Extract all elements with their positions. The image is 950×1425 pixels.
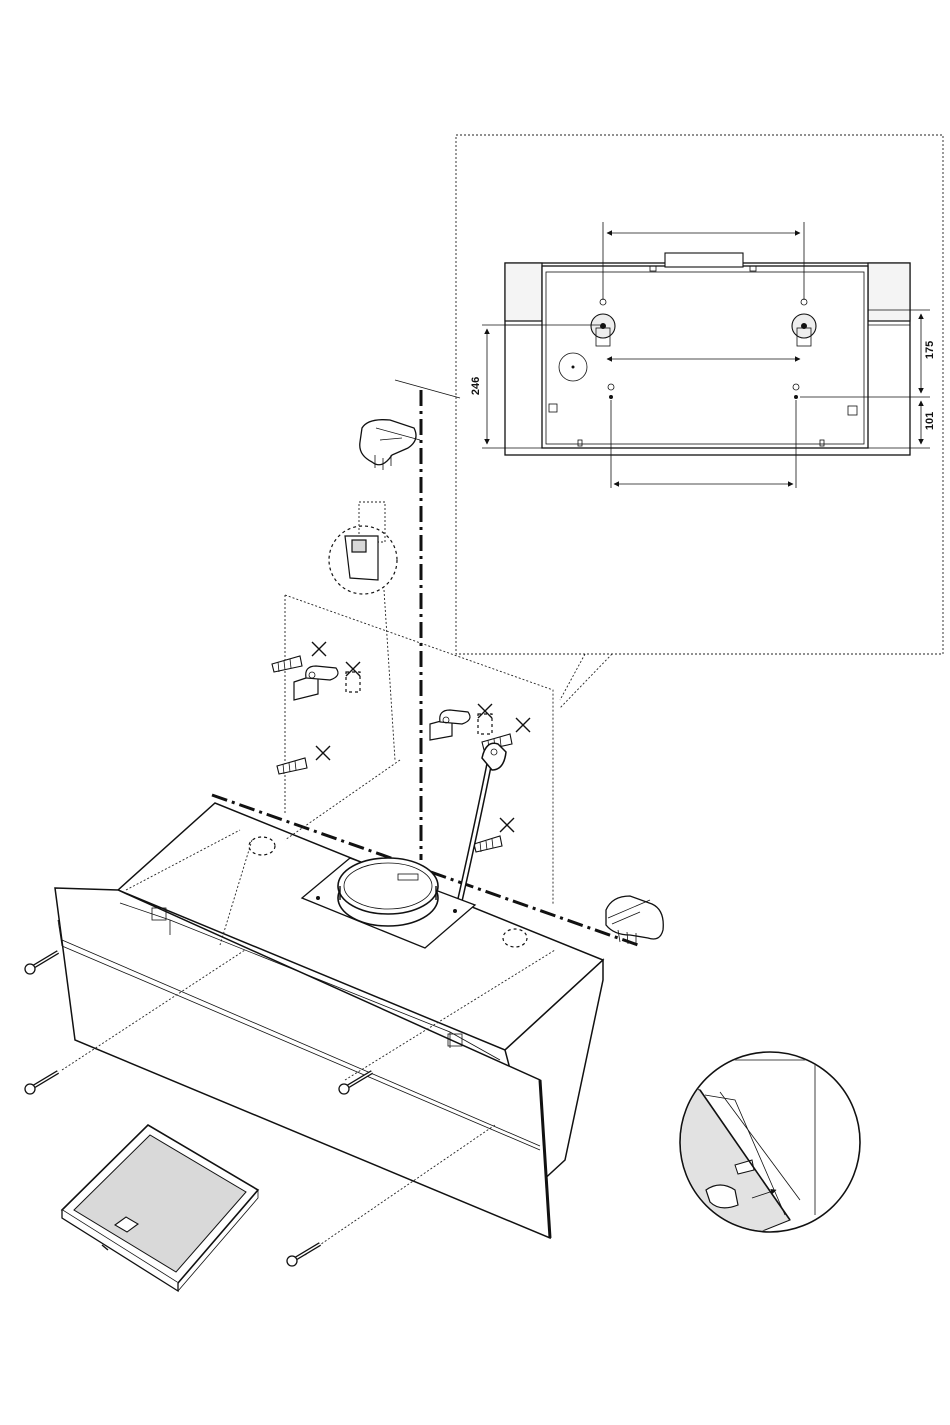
cross-mark-icon: [516, 718, 530, 732]
wall-plug-icon: [474, 836, 502, 852]
dim-101-label: 101: [924, 412, 936, 430]
screw-icon: [287, 1244, 320, 1266]
cross-mark-icon: [346, 662, 360, 676]
grease-filter-icon: [62, 1125, 258, 1291]
wall-plug-icon: [277, 758, 307, 774]
bracket-icon: [430, 710, 470, 740]
hook-detail-circle: [329, 502, 397, 760]
dim-246-label: 246: [470, 377, 482, 395]
bracket-icon: [294, 666, 338, 700]
hand-icon: [360, 420, 420, 470]
template-inner: [542, 266, 868, 448]
cross-mark-icon: [500, 818, 514, 832]
glass-clip-detail: [680, 1052, 860, 1232]
screw-icon: [25, 1072, 58, 1094]
mounting-template-detail: 246 175 101: [456, 135, 943, 708]
cross-mark-icon: [312, 642, 326, 656]
wall-plug-icon: [272, 656, 302, 672]
dim-175-label: 175: [924, 341, 936, 359]
duct-collar-icon: [338, 858, 438, 926]
screw-icon: [25, 952, 58, 974]
power-cord-icon: [460, 743, 506, 900]
cross-mark-icon: [316, 746, 330, 760]
cross-mark-icon: [478, 704, 492, 718]
hand-icon: [606, 896, 663, 944]
